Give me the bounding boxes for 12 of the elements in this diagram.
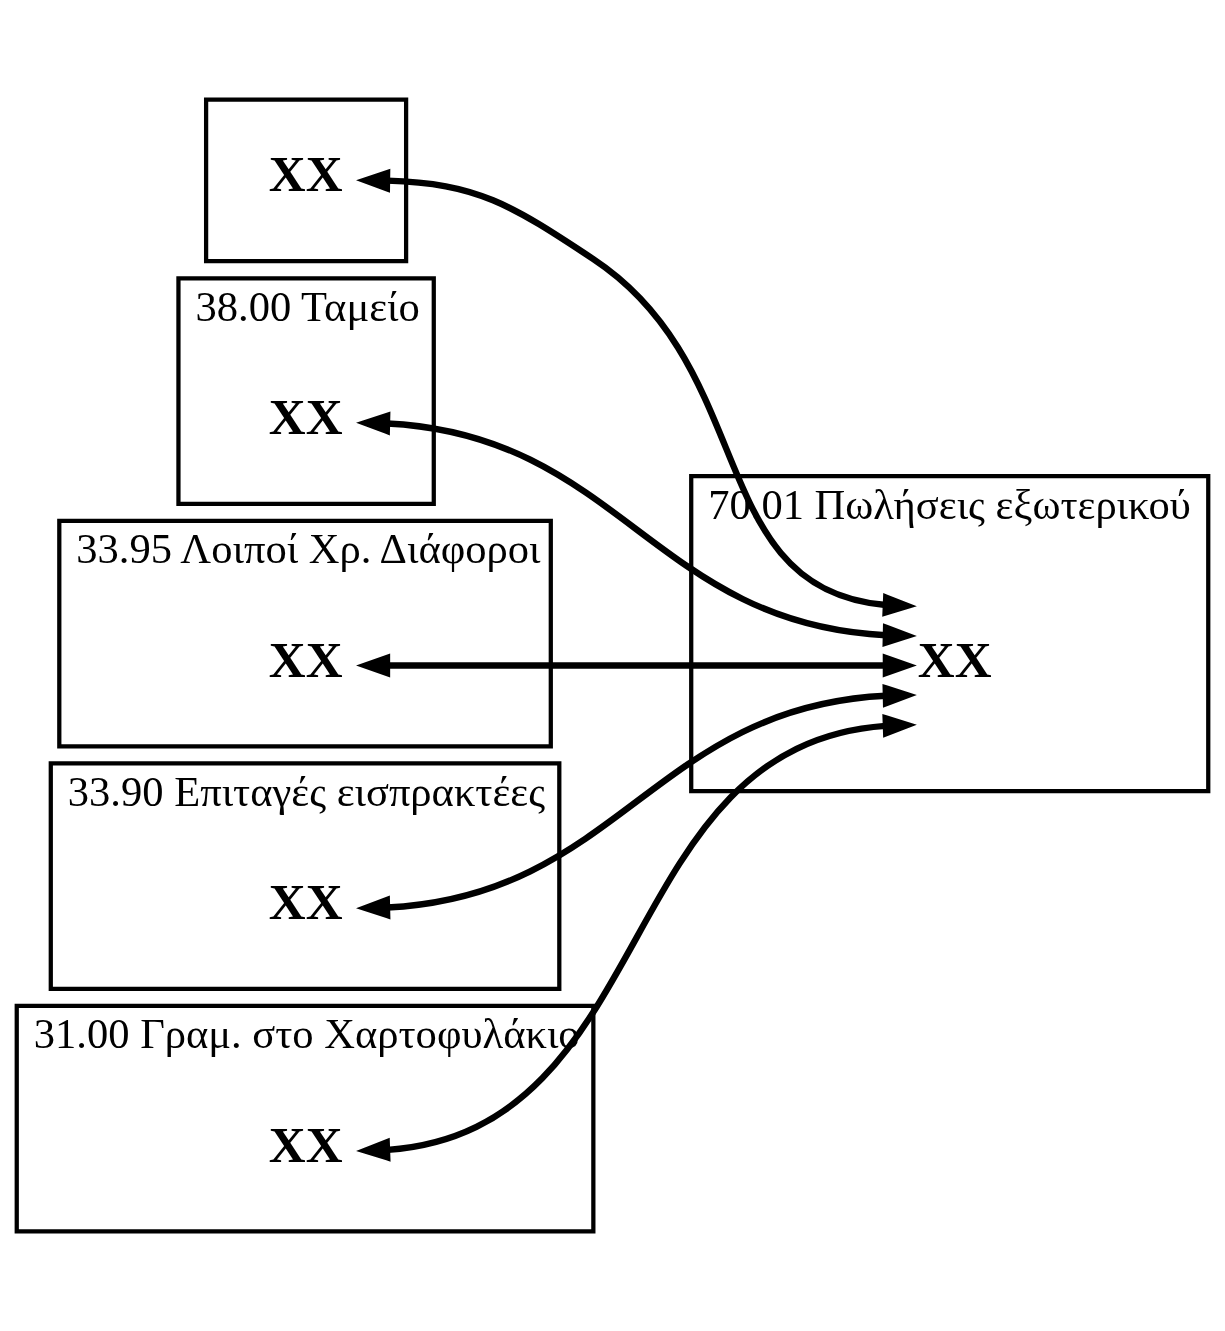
cluster [204,97,409,264]
node-text: XX [268,630,343,688]
node-text: XX [268,145,343,203]
node-text: XX [268,388,343,446]
arrow [356,411,917,648]
node-text: XX [917,630,992,688]
arrow [356,714,917,1162]
arrow [356,653,917,678]
node-text: XX [268,1115,343,1173]
node-text: XX [268,873,343,931]
arrow [356,683,917,920]
arrow [356,168,917,617]
